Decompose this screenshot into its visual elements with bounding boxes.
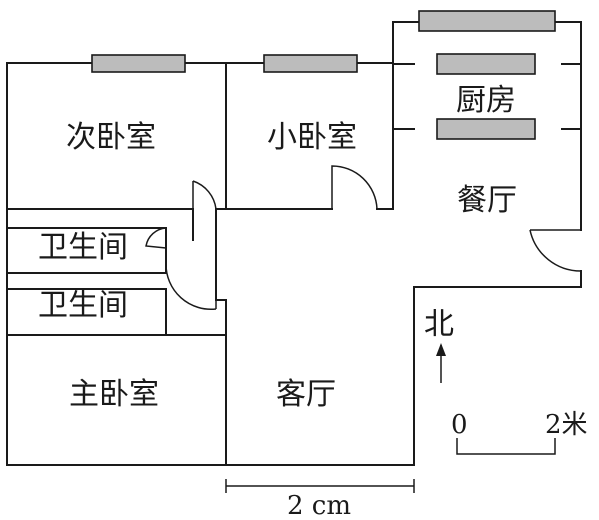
door-second-bedroom	[192, 180, 217, 210]
label-bathroom-1: 卫生间	[38, 230, 128, 265]
label-bathroom-2: 卫生间	[38, 288, 128, 323]
scale-bar: 0 2米	[451, 410, 588, 455]
door-dining	[529, 229, 582, 272]
label-living-room: 客厅	[276, 377, 336, 412]
interior-walls	[6, 62, 394, 336]
label-kitchen: 厨房	[456, 83, 516, 118]
door-small-bedroom	[331, 165, 378, 210]
window-second-bedroom	[91, 54, 186, 73]
measure-label: 2 cm	[287, 491, 351, 520]
label-master-bedroom: 主卧室	[69, 377, 159, 412]
window-kitchen-low	[436, 118, 536, 140]
room-labels: 次卧室 小卧室 厨房 餐厅 卫生间 卫生间 主卧室 客厅	[38, 83, 517, 412]
north-arrow: 北	[424, 307, 454, 383]
window-kitchen-top	[418, 10, 556, 32]
window-small-bedroom	[263, 54, 358, 73]
label-small-bedroom: 小卧室	[267, 120, 357, 155]
wall-corridor-right	[215, 208, 227, 301]
label-second-bedroom: 次卧室	[66, 120, 156, 155]
door-master	[165, 263, 217, 311]
scale-bar-line	[456, 438, 556, 455]
windows	[91, 10, 556, 140]
kitchen-marks	[392, 63, 582, 130]
doors	[145, 165, 582, 311]
window-kitchen-mid	[436, 53, 536, 75]
scale-end-label: 2米	[545, 410, 588, 440]
scale-start-label: 0	[451, 410, 468, 440]
measure-line: 2 cm	[225, 479, 415, 520]
north-arrow-head	[436, 343, 446, 356]
door-bathroom-1	[145, 227, 167, 249]
north-label: 北	[424, 307, 454, 342]
label-dining: 餐厅	[457, 183, 517, 218]
